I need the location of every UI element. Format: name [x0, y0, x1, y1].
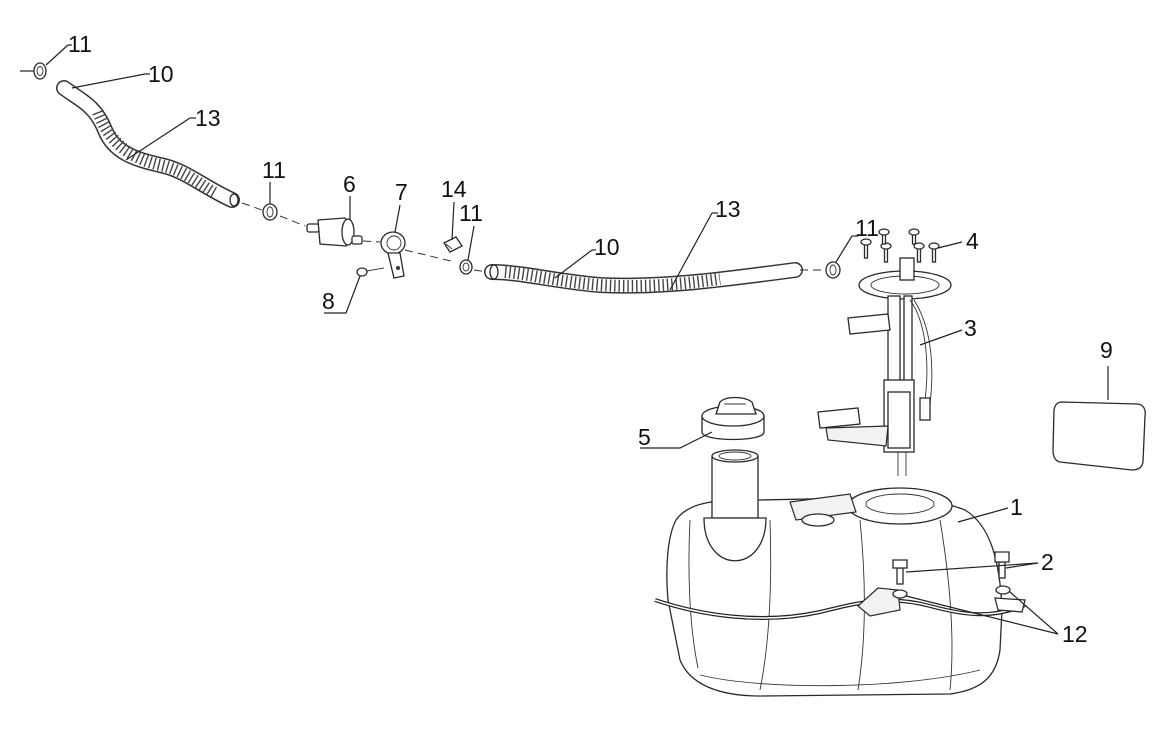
callout-10-left: 10	[148, 61, 174, 87]
callout-4: 4	[966, 228, 979, 254]
callout-11-right: 11	[855, 215, 879, 241]
callout-13-right: 13	[715, 196, 741, 222]
callout-11-middle: 11	[459, 200, 483, 226]
callout-2: 2	[1041, 549, 1054, 575]
label-plate-9	[1052, 401, 1146, 471]
washers-12	[892, 585, 1011, 599]
fuel-cap-5	[701, 396, 765, 441]
filter-bracket-7	[380, 231, 406, 279]
clip-14	[443, 236, 463, 253]
callout-12: 12	[1062, 621, 1088, 647]
fuel-filter-6	[306, 217, 363, 247]
callout-11-filter: 11	[262, 157, 286, 183]
callout-9: 9	[1100, 337, 1113, 363]
callout-7: 7	[395, 179, 408, 205]
left-fuel-hose-13	[56, 80, 240, 208]
callout-8: 8	[322, 288, 335, 314]
callout-14: 14	[441, 176, 467, 202]
clamp-11-d	[825, 261, 841, 279]
callout-10-right: 10	[594, 234, 620, 260]
callout-1: 1	[1010, 494, 1023, 520]
callout-3: 3	[964, 315, 977, 341]
callout-5: 5	[638, 424, 651, 450]
callout-6: 6	[343, 171, 356, 197]
clamp-11-c	[459, 259, 473, 275]
fuel-pump-assembly-3	[817, 257, 952, 476]
clamp-11-b	[262, 203, 278, 221]
left-clamp-11	[20, 62, 47, 80]
screw-8	[356, 267, 385, 277]
callout-11-top-left: 11	[68, 31, 92, 57]
right-fuel-hose-13	[484, 262, 803, 294]
pump-screws-4	[860, 228, 940, 263]
leader-lines	[45, 44, 1109, 635]
fuel-tank-1	[654, 449, 1026, 697]
mounting-bolts-2	[892, 551, 1010, 585]
callout-13-left: 13	[195, 105, 221, 131]
